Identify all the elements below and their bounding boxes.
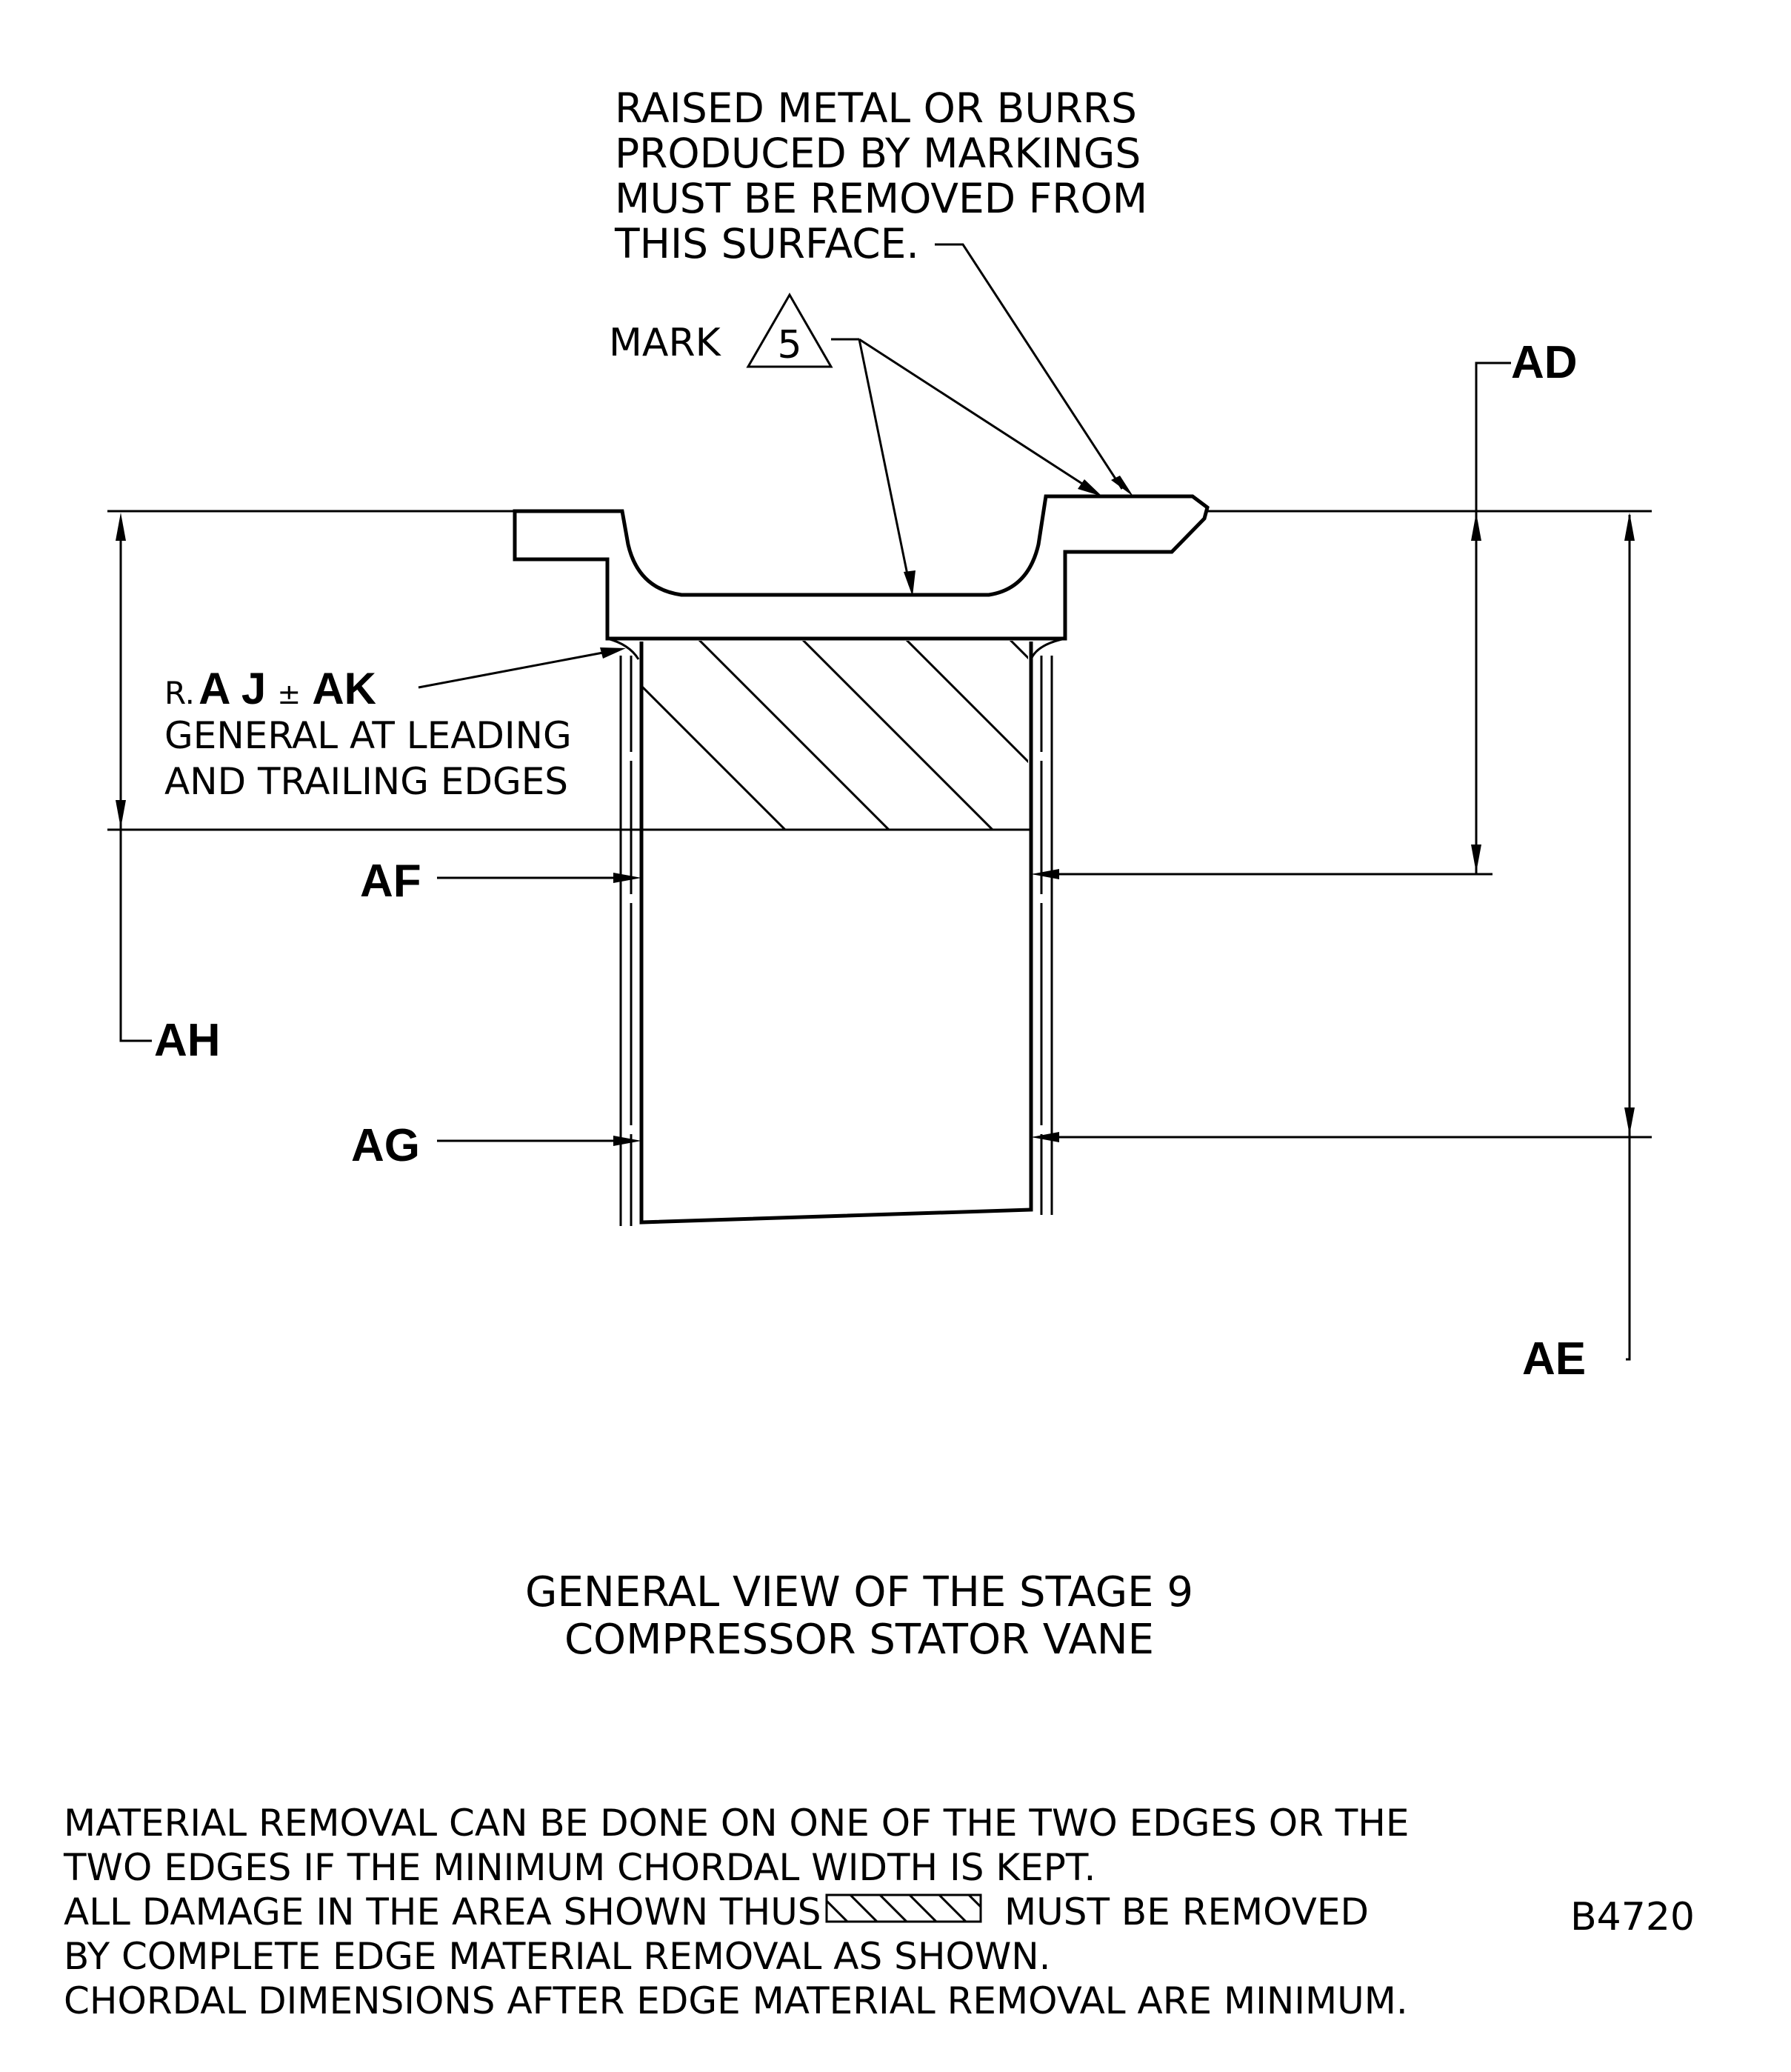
ag-arrow-right bbox=[1031, 1132, 1059, 1142]
mark-leader-top bbox=[858, 338, 1091, 490]
ag-arrow-left bbox=[613, 1136, 641, 1146]
af-arrow-left bbox=[613, 873, 641, 883]
vane-platform bbox=[513, 494, 1210, 641]
radius-prefix: R. bbox=[164, 675, 195, 711]
figure-caption-line: GENERAL VIEW OF THE STAGE 9 bbox=[525, 1568, 1193, 1616]
vane-airfoil bbox=[639, 642, 1033, 1225]
ad-arrow-top bbox=[1471, 513, 1481, 541]
notes-line: ALL DAMAGE IN THE AREA SHOWN THUS bbox=[64, 1891, 821, 1933]
dim-af-label: AF bbox=[360, 856, 421, 907]
ae-arrow-bottom bbox=[1624, 1107, 1635, 1135]
ae-dimension-line bbox=[1626, 515, 1631, 1361]
radius-note-line: AND TRAILING EDGES bbox=[164, 760, 568, 803]
dim-ad-label: AD bbox=[1511, 337, 1578, 388]
fillet-right bbox=[1030, 637, 1066, 660]
radius-leader bbox=[418, 649, 616, 689]
mark-leader-bottom-arrow bbox=[904, 570, 915, 596]
note-leader bbox=[935, 243, 1124, 490]
ah-arrow-top bbox=[116, 513, 126, 541]
notes-line: CHORDAL DIMENSIONS AFTER EDGE MATERIAL R… bbox=[64, 1979, 1408, 2022]
raised-metal-note: RAISED METAL OR BURRS PRODUCED BY MARKIN… bbox=[614, 84, 1147, 267]
notes-line: MUST BE REMOVED bbox=[1004, 1891, 1369, 1933]
mark-number: 5 bbox=[777, 323, 801, 367]
notes-line: BY COMPLETE EDGE MATERIAL REMOVAL AS SHO… bbox=[64, 1935, 1051, 1978]
radius-note-line: GENERAL AT LEADING bbox=[164, 714, 572, 757]
mark-leader-bottom bbox=[858, 339, 911, 586]
figure-caption-line: COMPRESSOR STATOR VANE bbox=[564, 1616, 1154, 1664]
dim-ag-label: AG bbox=[351, 1120, 420, 1171]
ad-arrow-bottom bbox=[1471, 845, 1481, 873]
notes-block: MATERIAL REMOVAL CAN BE DONE ON ONE OF T… bbox=[63, 1802, 1409, 2022]
radius-plus-minus: ± bbox=[277, 678, 301, 710]
figure-id: B4720 bbox=[1570, 1895, 1695, 1939]
notes-line: TWO EDGES IF THE MINIMUM CHORDAL WIDTH I… bbox=[63, 1846, 1095, 1889]
notes-line: MATERIAL REMOVAL CAN BE DONE ON ONE OF T… bbox=[64, 1802, 1409, 1845]
ah-leader bbox=[119, 1007, 152, 1042]
note-line: THIS SURFACE. bbox=[614, 220, 919, 267]
damage-area-hatch bbox=[641, 641, 1028, 830]
mark-label: MARK bbox=[609, 321, 722, 365]
radius-ak: AK bbox=[312, 664, 376, 713]
ae-arrow-top bbox=[1624, 513, 1635, 541]
dim-ah-label: AH bbox=[154, 1015, 221, 1066]
note-line: MUST BE REMOVED FROM bbox=[615, 175, 1147, 222]
dim-ae-label: AE bbox=[1522, 1333, 1586, 1385]
radius-note: R. A J ± AK GENERAL AT LEADING AND TRAIL… bbox=[164, 664, 572, 803]
radius-leader-arrow bbox=[600, 647, 626, 659]
mark-triangle-icon bbox=[746, 292, 833, 368]
hatch-legend-icon bbox=[825, 1893, 982, 1923]
fillet-left bbox=[607, 637, 640, 660]
ad-dimension-line bbox=[1475, 362, 1511, 874]
note-line: RAISED METAL OR BURRS bbox=[615, 84, 1137, 132]
radius-callout: R. A J ± AK bbox=[164, 664, 376, 713]
note-line: PRODUCED BY MARKINGS bbox=[615, 130, 1141, 177]
radius-aj: A J bbox=[199, 664, 266, 713]
ah-arrow-bottom bbox=[116, 800, 126, 828]
note-leader-arrow bbox=[1111, 476, 1133, 496]
mark-leader-top-arrow bbox=[1078, 479, 1102, 496]
af-arrow-right bbox=[1031, 869, 1059, 879]
